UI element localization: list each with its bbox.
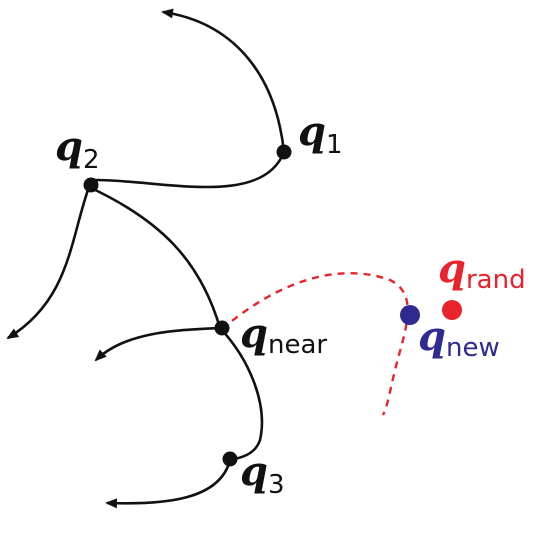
node-q3 [222, 451, 238, 467]
node-qrand [442, 300, 462, 320]
node-q2 [83, 177, 99, 193]
label-qnear-base: q [240, 310, 268, 357]
label-q1: q1 [298, 108, 343, 160]
edge-qnear-q3 [219, 327, 264, 462]
label-qnew-base: q [418, 313, 446, 360]
node-qnew [400, 305, 420, 325]
label-q1-sub: 1 [326, 130, 343, 160]
edge-q3-branch-arrow [105, 459, 232, 509]
label-q2: q2 [55, 123, 100, 175]
label-q2-base: q [55, 123, 83, 170]
label-q3-sub: 3 [268, 470, 285, 500]
edge-qnear-branch-arrow [94, 326, 221, 362]
node-q1 [276, 144, 292, 160]
label-qrand-sub: rand [466, 265, 526, 295]
label-qrand-base: q [438, 245, 466, 292]
label-qrand: qrand [438, 245, 526, 295]
edge-q2-branch-arrow [6, 186, 91, 340]
edge-q1-branch-arrow [161, 8, 286, 153]
label-qnew: qnew [418, 313, 500, 363]
node-qnear [214, 320, 230, 336]
edge-q2-qnear [88, 185, 222, 329]
label-q2-sub: 2 [83, 145, 100, 175]
label-q3-base: q [240, 448, 268, 495]
edge-q1-q2 [88, 151, 286, 189]
label-qnear: qnear [240, 310, 327, 360]
label-qnear-sub: near [268, 330, 327, 360]
label-q1-base: q [298, 108, 326, 155]
label-q3: q3 [240, 448, 285, 500]
extension-path [221, 272, 409, 416]
label-qnew-sub: new [446, 333, 500, 363]
tree-edges [6, 8, 286, 509]
